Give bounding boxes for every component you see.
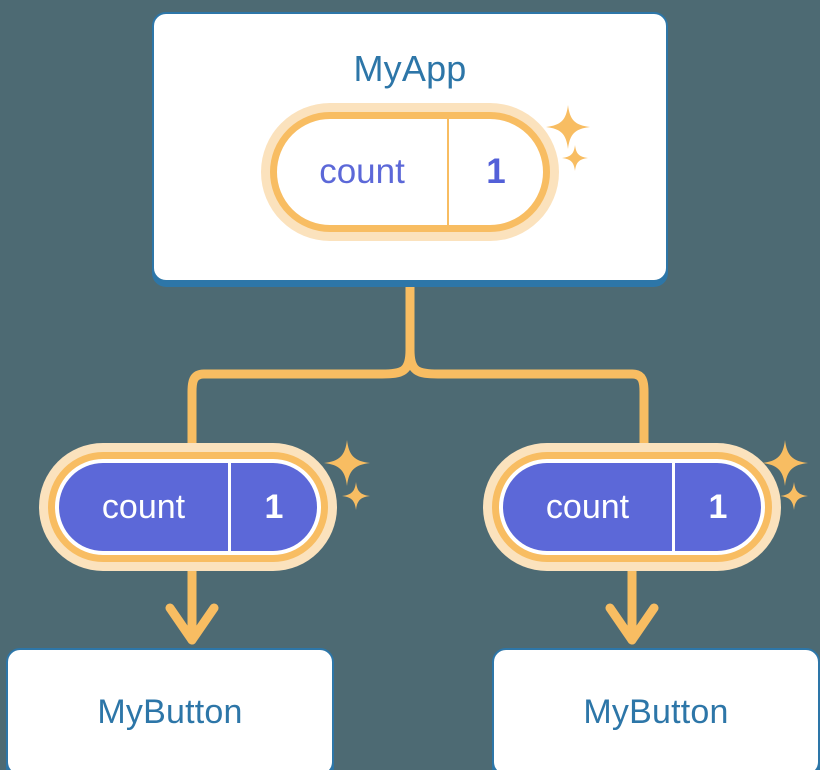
button-card-right[interactable]: MyButton: [492, 648, 820, 770]
app-card-title: MyApp: [353, 48, 467, 89]
child-left-state-pill[interactable]: count 1: [48, 452, 328, 562]
button-card-right-title: MyButton: [583, 692, 729, 731]
child-right-state-pill-body: count 1: [492, 452, 772, 562]
sparkle-app-large-icon: [546, 105, 590, 149]
child-left-state-value: 1: [264, 487, 284, 526]
arrow-head-left: [165, 603, 219, 645]
child-right-state-value: 1: [708, 487, 728, 526]
arrow-head-right: [605, 603, 659, 645]
child-right-state-pill[interactable]: count 1: [492, 452, 772, 562]
sparkle-app-small-icon: [562, 145, 588, 171]
child-left-state-pill-body: count 1: [48, 452, 328, 562]
child-left-state-key: count: [59, 463, 231, 551]
app-state-value: 1: [486, 152, 506, 191]
sparkle-child-right-small-icon: [780, 482, 808, 510]
child-right-state-key: count: [503, 463, 675, 551]
fork-branch-left: [187, 345, 415, 467]
button-card-left[interactable]: MyButton: [6, 648, 334, 770]
app-state-pill-body: count 1: [270, 112, 550, 232]
fork-branch-right: [405, 345, 649, 467]
sparkle-child-right-large-icon: [762, 440, 808, 486]
app-state-pill[interactable]: count 1: [270, 112, 550, 232]
sparkle-child-left-large-icon: [324, 440, 370, 486]
button-card-left-title: MyButton: [97, 692, 243, 731]
app-state-key: count: [277, 119, 449, 225]
sparkle-child-left-small-icon: [342, 482, 370, 510]
